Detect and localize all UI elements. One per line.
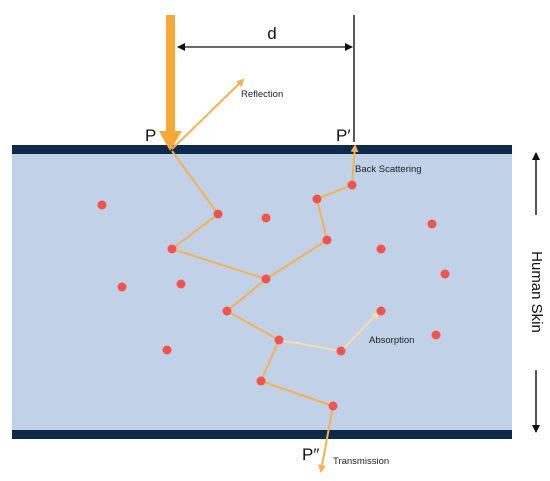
skin-layer <box>12 150 512 434</box>
particle <box>431 330 441 340</box>
entry-point-label: P <box>145 126 156 145</box>
back-scattering-exit-ray <box>350 144 359 186</box>
particle <box>256 376 266 386</box>
distance-label: d <box>267 24 276 43</box>
incident-beam-arrowhead <box>159 131 182 151</box>
skin-bottom-border <box>12 430 512 439</box>
particle <box>261 213 271 223</box>
transmission-exit-ray <box>318 405 334 473</box>
particle <box>162 345 172 355</box>
particle <box>336 346 346 356</box>
particle <box>261 274 271 284</box>
particle <box>376 306 386 316</box>
particle <box>167 244 177 254</box>
exit-point-label: P′ <box>336 126 351 145</box>
human-skin-label: Human Skin <box>528 251 545 333</box>
particle <box>176 279 186 289</box>
particle <box>213 209 223 219</box>
particle <box>274 335 284 345</box>
particle <box>440 269 450 279</box>
transmission-point-label: P″ <box>302 445 319 464</box>
particle <box>97 200 107 210</box>
particle <box>376 244 386 254</box>
incident-beam <box>166 15 175 133</box>
particle <box>427 219 437 229</box>
reflection-ray <box>171 78 245 150</box>
reflection-label: Reflection <box>241 89 283 100</box>
scattering-particles <box>97 180 450 411</box>
transmission-label: Transmission <box>333 456 389 467</box>
particle <box>328 401 338 411</box>
skin-top-border <box>12 145 512 154</box>
back-scattering-label: Back Scattering <box>355 164 422 175</box>
particle <box>117 282 127 292</box>
particle <box>347 180 357 190</box>
particle <box>322 235 332 245</box>
particle <box>222 306 232 316</box>
absorption-label: Absorption <box>369 335 414 346</box>
particle <box>312 194 322 204</box>
